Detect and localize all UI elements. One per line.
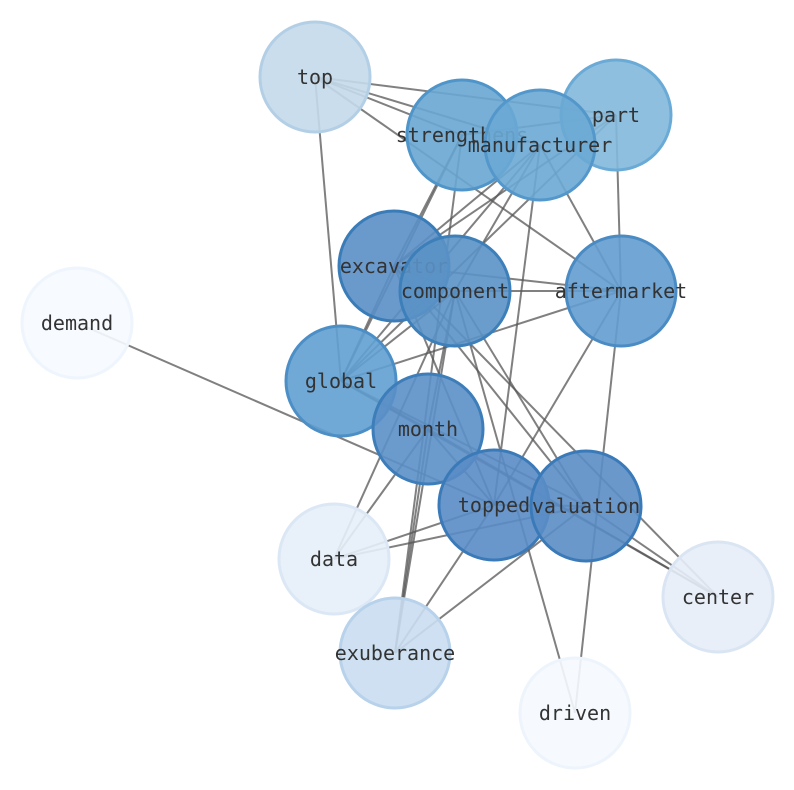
node-circle-aftermarket <box>564 234 678 348</box>
node-topped: topped <box>437 448 551 562</box>
node-global: global <box>284 324 398 438</box>
node-manufacturer: manufacturer <box>468 88 613 202</box>
node-circle-manufacturer <box>483 88 597 202</box>
node-exuberance: exuberance <box>335 596 455 710</box>
node-month: month <box>371 372 485 486</box>
node-circle-valuation <box>529 449 643 563</box>
node-label-part: part <box>592 103 640 127</box>
node-circle-center <box>661 540 775 654</box>
node-aftermarket: aftermarket <box>555 234 687 348</box>
node-center: center <box>661 540 775 654</box>
node-circle-driven <box>518 656 632 770</box>
node-valuation: valuation <box>529 449 643 563</box>
node-label-valuation: valuation <box>532 494 640 518</box>
node-label-manufacturer: manufacturer <box>468 133 613 157</box>
node-label-component: component <box>401 279 509 303</box>
node-label-driven: driven <box>539 701 611 725</box>
node-circle-component <box>398 234 512 348</box>
node-label-topped: topped <box>458 493 530 517</box>
node-label-top: top <box>297 65 333 89</box>
node-label-exuberance: exuberance <box>335 641 455 665</box>
node-component: component <box>398 234 512 348</box>
node-label-center: center <box>682 585 754 609</box>
node-label-aftermarket: aftermarket <box>555 279 687 303</box>
node-top: top <box>258 20 372 134</box>
node-data: data <box>277 502 391 616</box>
node-circle-month <box>371 372 485 486</box>
node-label-demand: demand <box>41 311 113 335</box>
node-label-global: global <box>305 369 377 393</box>
node-label-month: month <box>398 417 458 441</box>
nodes-layer: toppartstrengthensmanufacturerexcavatorc… <box>20 20 775 770</box>
node-driven: driven <box>518 656 632 770</box>
node-label-data: data <box>310 547 358 571</box>
node-circle-data <box>277 502 391 616</box>
node-circle-exuberance <box>338 596 452 710</box>
node-circle-global <box>284 324 398 438</box>
node-circle-demand <box>20 266 134 380</box>
node-circle-top <box>258 20 372 134</box>
node-demand: demand <box>20 266 134 380</box>
